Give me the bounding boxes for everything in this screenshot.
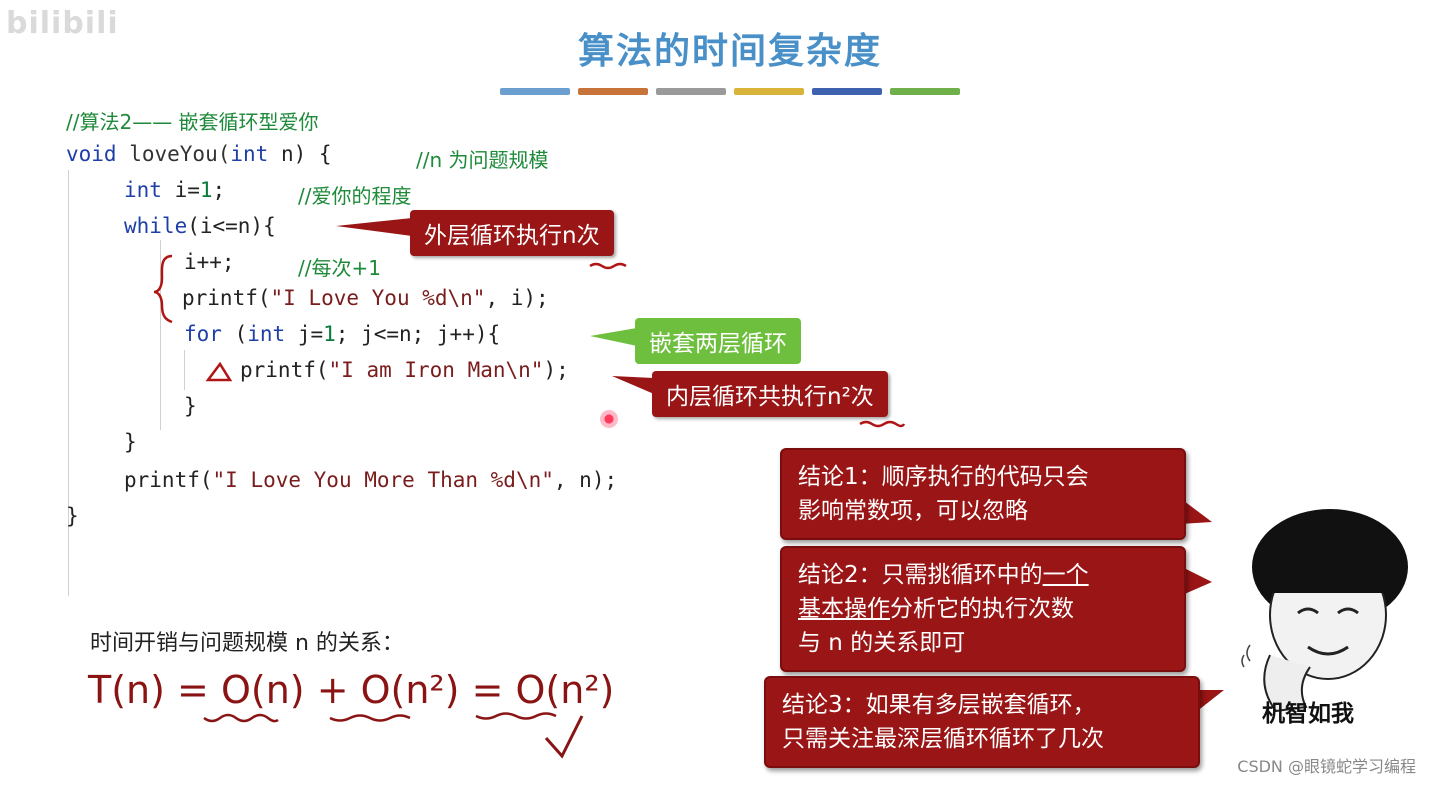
handwritten-brace xyxy=(153,254,173,324)
slide-title: 算法的时间复杂度 xyxy=(577,31,882,72)
code-text: , i); xyxy=(485,286,549,310)
conclusion-text: 基本操作分析它的执行次数 xyxy=(798,592,1168,626)
conclusion-text: 结论2：只需挑循环中的一个 xyxy=(798,558,1168,592)
color-bar-2 xyxy=(578,88,648,95)
conclusion-text: 只需关注最深层循环循环了几次 xyxy=(782,726,1104,752)
conclusion-text: 与 n 的关系即可 xyxy=(798,630,966,656)
relation-label: 时间开销与问题规模 n 的关系： xyxy=(90,631,404,656)
keyword: int xyxy=(230,142,269,166)
color-bar-5 xyxy=(812,88,882,95)
color-bar-1 xyxy=(500,88,570,95)
code-text: i= xyxy=(161,178,200,202)
color-bar-3 xyxy=(656,88,726,95)
bilibili-watermark: bilibili xyxy=(6,6,119,41)
string: "I Love You %d\n" xyxy=(270,286,486,310)
formula-eq: = xyxy=(459,668,516,712)
formula-underline xyxy=(329,714,411,722)
keyword: void xyxy=(66,142,117,166)
conclusion-emphasis: 一个 xyxy=(1042,562,1089,588)
keyword: while xyxy=(124,214,188,238)
number: 1 xyxy=(199,178,213,202)
code-text: printf( xyxy=(182,286,271,310)
code-text: (i<=n){ xyxy=(187,214,276,238)
conclusion-text: 结论3：如果有多层嵌套循环， xyxy=(782,692,1096,718)
callout-tail xyxy=(612,376,654,394)
keyword: int xyxy=(124,178,162,202)
conclusion-1: 结论1：顺序执行的代码只会 影响常数项，可以忽略 xyxy=(780,448,1186,540)
code-text: , n); xyxy=(553,468,618,492)
meme-face-icon xyxy=(1241,509,1408,713)
meme-caption: 机智如我 xyxy=(1262,701,1354,727)
code-line-2: int i=1; xyxy=(124,178,225,202)
formula-underline xyxy=(475,712,557,720)
color-bar-4 xyxy=(734,88,804,95)
code-text: ; xyxy=(212,178,226,202)
code-line-7: printf("I am Iron Man\n"); xyxy=(240,358,569,382)
formula-result: O(n²) xyxy=(515,668,615,712)
indent-guide xyxy=(184,350,185,390)
callout-tail xyxy=(336,218,412,236)
code-line-1: void loveYou(int n) { xyxy=(66,142,332,166)
indent-guide xyxy=(68,170,69,596)
code-line-3: while(i<=n){ xyxy=(124,214,276,238)
code-comment-title: //算法2—— 嵌套循环型爱你 xyxy=(66,110,319,134)
callout-tail xyxy=(590,328,637,346)
conclusion-text: 结论1：顺序执行的代码只会 xyxy=(798,464,1089,490)
formula-plus: + xyxy=(304,668,361,712)
conclusion-text: 分析它的执行次数 xyxy=(890,596,1074,622)
csdn-watermark: CSDN @眼镜蛇学习编程 xyxy=(1237,757,1416,776)
code-comment: //n 为问题规模 xyxy=(416,148,549,172)
conclusion-3: 结论3：如果有多层嵌套循环， 只需关注最深层循环循环了几次 xyxy=(764,676,1200,768)
code-line-11: } xyxy=(66,504,79,528)
code-text: ; j<=n; j++){ xyxy=(335,322,501,346)
code-text: j= xyxy=(285,322,324,346)
code-line-8: } xyxy=(184,394,197,418)
code-text: ( xyxy=(221,322,248,346)
code-line-5: printf("I Love You %d\n", i); xyxy=(182,286,549,310)
formula-on2: O(n²) xyxy=(360,668,460,712)
formula-on: O(n) xyxy=(220,668,305,712)
handwritten-squiggle xyxy=(859,420,906,428)
check-mark-icon xyxy=(544,715,584,759)
code-comment: //爱你的程度 xyxy=(298,184,412,208)
pointer-indicator xyxy=(600,410,618,428)
indent-guide xyxy=(160,240,161,430)
conclusion-text: 影响常数项，可以忽略 xyxy=(798,498,1028,524)
color-bar-6 xyxy=(890,88,960,95)
code-line-4: i++; xyxy=(184,250,235,274)
complexity-formula: T(n) = O(n) + O(n²) = O(n²) xyxy=(88,668,614,712)
code-line-10: printf("I Love You More Than %d\n", n); xyxy=(124,468,617,492)
code-text: ); xyxy=(543,358,569,382)
code-text: printf( xyxy=(240,358,329,382)
string: "I am Iron Man\n" xyxy=(328,358,544,382)
callout-inner-loop: 内层循环共执行n²次 xyxy=(652,371,888,417)
keyword: int xyxy=(247,322,286,346)
code-text: loveYou( xyxy=(116,142,231,166)
formula-underline xyxy=(203,713,279,723)
number: 1 xyxy=(323,322,336,346)
callout-nested-loop: 嵌套两层循环 xyxy=(635,318,801,364)
code-text: printf( xyxy=(124,468,213,492)
code-text: n) { xyxy=(268,142,332,166)
formula-tn: T(n) = xyxy=(88,668,221,712)
conclusion-emphasis: 基本操作 xyxy=(798,596,890,622)
conclusion-text: 结论2：只需挑循环中的 xyxy=(798,562,1043,588)
code-line-6: for (int j=1; j<=n; j++){ xyxy=(184,322,500,346)
code-line-9: } xyxy=(124,430,137,454)
handwritten-squiggle xyxy=(589,262,627,270)
callout-tail xyxy=(1196,690,1224,712)
handwritten-triangle xyxy=(205,361,233,382)
callout-outer-loop: 外层循环执行n次 xyxy=(410,210,614,256)
code-comment: //每次+1 xyxy=(298,256,381,280)
keyword: for xyxy=(184,322,222,346)
string: "I Love You More Than %d\n" xyxy=(212,468,554,492)
conclusion-2: 结论2：只需挑循环中的一个 基本操作分析它的执行次数 与 n 的关系即可 xyxy=(780,546,1186,672)
